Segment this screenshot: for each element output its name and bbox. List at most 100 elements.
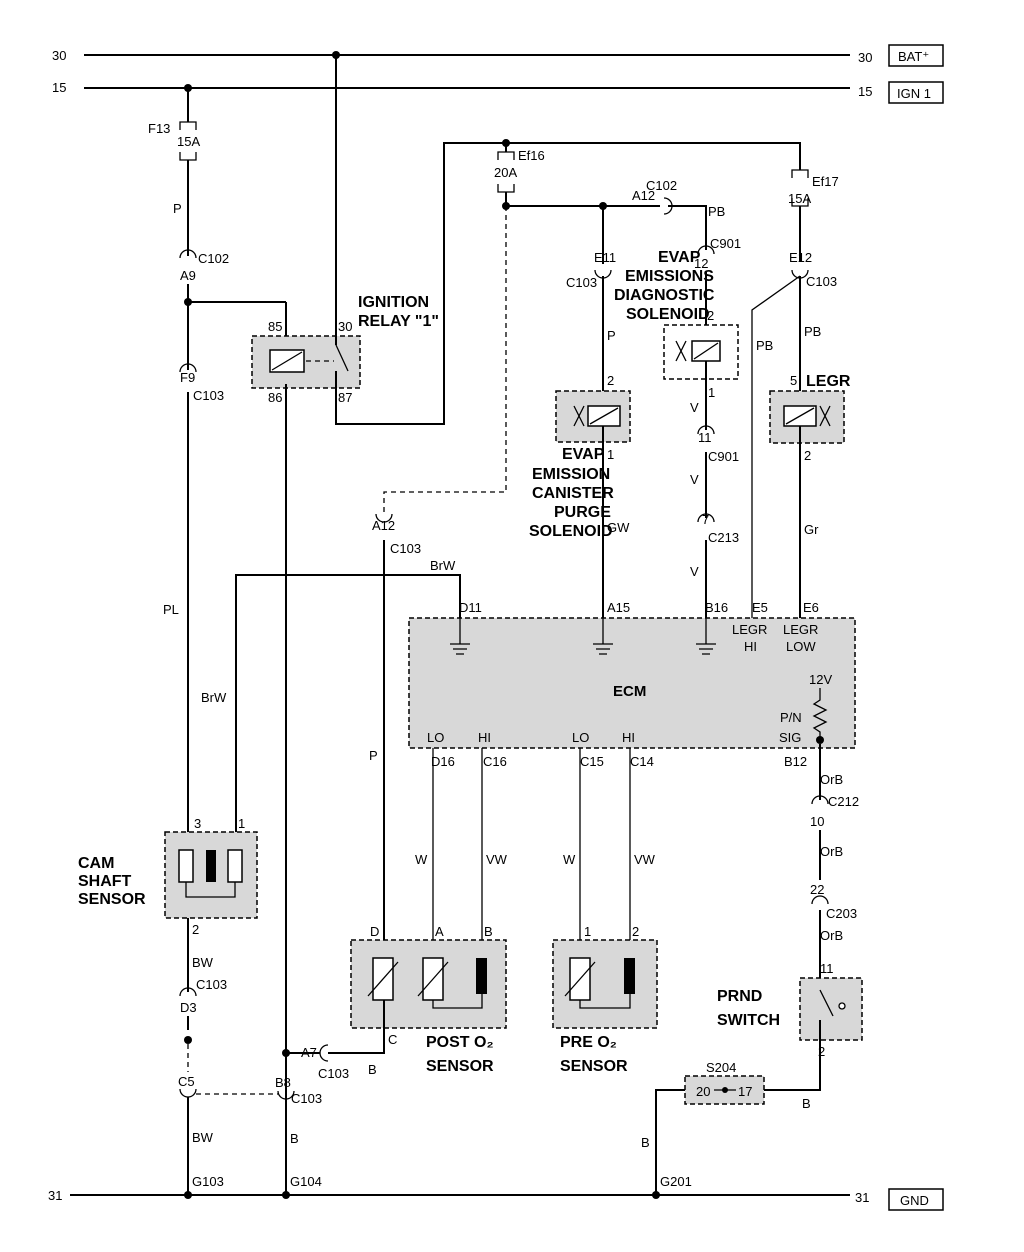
ecm-lo-1: LO <box>427 730 444 745</box>
legr-pin-bot: 2 <box>804 448 811 463</box>
connector-10: 10 <box>810 814 824 829</box>
connector-d3: D3 <box>180 1000 197 1015</box>
relay-pin85: 85 <box>268 319 282 334</box>
connector-f9: F9 <box>180 370 195 385</box>
purge-pin-bot: 1 <box>607 447 614 462</box>
purge-label-4: PURGE <box>554 504 611 521</box>
connector-22: 22 <box>810 882 824 897</box>
gnd-rail-number-left: 31 <box>48 1188 62 1203</box>
connector-12: 12 <box>694 256 708 271</box>
evap-purge-solenoid: 2 1 EVAP EMISSION CANISTER PURGE SOLENOI… <box>529 373 631 540</box>
wire-label-pb-e5: PB <box>756 338 773 353</box>
connector-c103-a: C103 <box>193 388 224 403</box>
wire-label-p-top: P <box>173 201 182 216</box>
ignition-relay: 85 86 30 87 IGNITION RELAY "1" <box>251 294 439 405</box>
ecm-pin-e6: E6 <box>803 600 819 615</box>
ecm-pn: P/N <box>780 710 802 725</box>
connector-c103-b: C103 <box>566 275 597 290</box>
bat-rail-number-left: 30 <box>52 48 66 63</box>
legr-pin-top: 5 <box>790 373 797 388</box>
relay-pin86: 86 <box>268 390 282 405</box>
fuse-ef16-rating: 20A <box>494 165 517 180</box>
relay-pin30: 30 <box>338 319 352 334</box>
wire-label-vw1: VW <box>486 852 508 867</box>
fuse-f13-rating: 15A <box>177 134 200 149</box>
ecm-pin-c16: C16 <box>483 754 507 769</box>
connector-c213: C213 <box>708 530 739 545</box>
post-o2-pin-b: B <box>484 924 493 939</box>
connector-c901-a: C901 <box>710 236 741 251</box>
wire-label-v3: V <box>690 564 699 579</box>
fuse-ef17-name: Ef17 <box>812 174 839 189</box>
ecm-12v: 12V <box>809 672 832 687</box>
fuse-ef17: Ef17 15A <box>788 169 839 207</box>
fuse-f13-name: F13 <box>148 121 170 136</box>
ecm-pin-b16: B16 <box>705 600 728 615</box>
pre-o2-sensor: 1 2 PRE O₂ SENSOR <box>552 924 658 1075</box>
diag-label-4: SOLENOID <box>626 306 710 323</box>
connector-c103-f: C103 <box>318 1066 349 1081</box>
connector-c103-e: C103 <box>196 977 227 992</box>
purge-label-3: CANISTER <box>532 485 614 502</box>
wire-label-pl: PL <box>163 602 179 617</box>
gnd-rail: 31 31 GND <box>48 1188 944 1211</box>
wire-label-gw: GW <box>607 520 630 535</box>
connector-c103-d: C103 <box>390 541 421 556</box>
ecm-hi-2: HI <box>622 730 635 745</box>
ecm-legr-hi-2: HI <box>744 639 757 654</box>
purge-pin-top: 2 <box>607 373 614 388</box>
ign-rail: 15 15 IGN 1 <box>52 80 944 104</box>
bat-rail-tag: BAT⁺ <box>898 49 929 64</box>
connector-a12-left: A12 <box>372 518 395 533</box>
wire-label-vw2: VW <box>634 852 656 867</box>
post-o2-label-1: POST O₂ <box>426 1034 494 1051</box>
prnd-label-1: PRND <box>717 988 762 1005</box>
wire-label-w2: W <box>563 852 576 867</box>
fuse-ef17-rating: 15A <box>788 191 811 206</box>
wire-label-bw-2: BW <box>192 1130 214 1145</box>
cam-sensor-label-1: CAM <box>78 855 114 872</box>
post-o2-pin-c: C <box>388 1032 397 1047</box>
connector-11: 11 <box>698 430 712 445</box>
wire-label-orb-1: OrB <box>820 772 843 787</box>
pre-o2-label-2: SENSOR <box>560 1058 628 1075</box>
ecm-legr-low-1: LEGR <box>783 622 818 637</box>
connector-c102-b: C102 <box>646 178 677 193</box>
cam-sensor-label-2: SHAFT <box>78 873 132 890</box>
diag-label-3: DIAGNOSTIC <box>614 287 715 304</box>
connector-a12-top: A12 <box>632 188 655 203</box>
wire-label-pb-top: PB <box>708 204 725 219</box>
connector-7: 7 <box>702 512 709 527</box>
ecm-pin-c14: C14 <box>630 754 654 769</box>
wire-label-orb-2: OrB <box>820 844 843 859</box>
diag-pin-bot: 1 <box>708 385 715 400</box>
wire-label-b-g201: B <box>641 1135 650 1150</box>
prnd-switch: 11 2 PRND SWITCH <box>717 961 863 1059</box>
wire-label-gr: Gr <box>804 522 819 537</box>
ecm-legr-hi-1: LEGR <box>732 622 767 637</box>
wire-label-w1: W <box>415 852 428 867</box>
ecm: D11 A15 B16 E5 E6 LEGR HI LEGR LOW ECM 1… <box>408 600 856 749</box>
fuse-ef16: Ef16 20A <box>494 148 545 193</box>
ecm-pin-c15: C15 <box>580 754 604 769</box>
ecm-lo-2: LO <box>572 730 589 745</box>
ecm-name: ECM <box>613 683 646 700</box>
bat-rail: 30 30 BAT⁺ <box>52 44 944 67</box>
ecm-legr-low-2: LOW <box>786 639 816 654</box>
connector-c5: C5 <box>178 1074 195 1089</box>
bat-rail-number-right: 30 <box>858 50 872 65</box>
diag-label-1: EVAP <box>658 249 701 266</box>
ign-rail-number-right: 15 <box>858 84 872 99</box>
connector-c103-g: C103 <box>291 1091 322 1106</box>
connector-c103-c: C103 <box>806 274 837 289</box>
purge-label-1: EVAP <box>562 446 605 463</box>
splice-s204-left: 20 <box>696 1084 710 1099</box>
splice-s204: S204 20 17 <box>684 1060 765 1105</box>
connector-c212: C212 <box>828 794 859 809</box>
ecm-pin-b12: B12 <box>784 754 807 769</box>
connector-e11: E11 <box>594 250 616 265</box>
fuse-f13: F13 15A <box>148 121 200 161</box>
pre-o2-label-1: PRE O₂ <box>560 1034 617 1051</box>
ign-rail-number-left: 15 <box>52 80 66 95</box>
connector-a9: A9 <box>180 268 196 283</box>
